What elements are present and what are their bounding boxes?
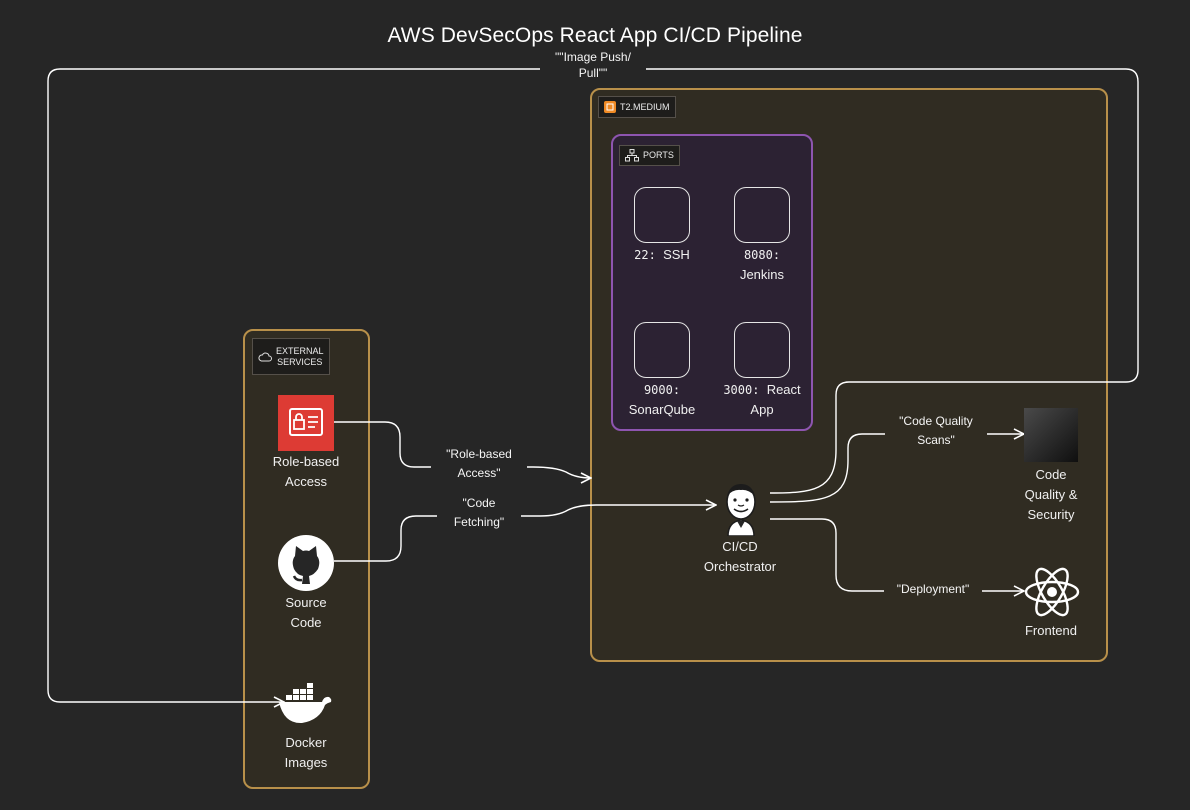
iam-icon [278, 395, 334, 451]
edge-label-code-fetching: "Code Fetching" [437, 494, 521, 532]
ports-tag: PORTS [619, 145, 680, 166]
edge-label-deploy-line1: "Deployment" [896, 582, 970, 596]
edge-label-deployment: "Deployment" [884, 580, 982, 599]
edge-label-scans-line2: Scans" [917, 433, 955, 447]
port-sonarqube-service: SonarQube [628, 402, 696, 417]
port-sonarqube-box [634, 322, 690, 378]
docker-icon [276, 680, 336, 726]
port-sonarqube-label: 9000: SonarQube [612, 380, 712, 420]
edge-label-role-line1: "Role-based [446, 447, 512, 461]
edge-label-scans-line1: "Code Quality [899, 414, 973, 428]
network-icon [625, 149, 639, 162]
port-react-number: 3000: [723, 383, 760, 397]
ports-label: PORTS [643, 150, 674, 160]
port-react-box [734, 322, 790, 378]
edge-label-code-line1: "Code [462, 496, 496, 510]
edge-code-quality-scans [769, 434, 1024, 503]
sonarqube-label-line3: Security [1027, 507, 1075, 522]
sonarqube-label-line1: Code [1035, 467, 1067, 482]
edge-label-image-line1: ""Image Push/ [555, 50, 631, 64]
t2-medium-tag: T2.MEDIUM [598, 96, 676, 118]
port-react-label: 3000: React App [712, 380, 812, 420]
edge-role-based-access [334, 421, 591, 478]
diagram-title: AWS DevSecOps React App CI/CD Pipeline [387, 24, 803, 47]
react-label-line1: Frontend [1024, 623, 1078, 638]
external-services-label-line1: EXTERNAL [276, 345, 324, 356]
port-jenkins-box [734, 187, 790, 243]
port-jenkins-number: 8080: [743, 248, 781, 262]
edge-deployment [770, 518, 1024, 591]
ports-group [611, 134, 813, 431]
external-services-label-line2: SERVICES [277, 356, 323, 367]
port-jenkins-label: 8080: Jenkins [714, 245, 810, 285]
github-label-line2: Code [290, 615, 322, 630]
edge-image-push-pull [47, 68, 1139, 702]
sonarqube-label: Code Quality & Security [1001, 465, 1101, 525]
iam-label-line2: Access [285, 474, 327, 489]
port-react-service-1: React App [750, 382, 801, 417]
jenkins-label: CI/CD Orchestrator [690, 537, 790, 577]
github-icon [277, 534, 335, 592]
edge-label-code-line2: Fetching" [453, 515, 505, 529]
react-icon [1024, 565, 1080, 619]
edge-label-code-quality-scans: "Code Quality Scans" [885, 412, 987, 450]
iam-label: Role-based Access [256, 452, 356, 492]
port-ssh-service: SSH [663, 247, 690, 262]
port-ssh-number: 22: [634, 248, 656, 262]
sonarqube-label-line2: Quality & [1024, 487, 1078, 502]
edge-label-role-line2: Access" [457, 466, 501, 480]
docker-label-line1: Docker [285, 735, 327, 750]
port-sonarqube-number: 9000: [643, 383, 681, 397]
edge-label-image-line2: Pull"" [578, 66, 608, 80]
external-services-tag: EXTERNAL SERVICES [252, 338, 330, 375]
edge-code-fetching [334, 505, 716, 562]
iam-label-line1: Role-based [272, 454, 340, 469]
cloud-icon [258, 352, 272, 362]
t2-medium-label: T2.MEDIUM [620, 101, 670, 112]
sonarqube-icon [1024, 408, 1078, 462]
ec2-instance-icon [604, 101, 616, 113]
jenkins-label-line1: CI/CD [722, 539, 758, 554]
port-jenkins-service: Jenkins [739, 267, 785, 282]
github-label: Source Code [256, 593, 356, 633]
react-label: Frontend [1001, 621, 1101, 641]
port-ssh-box [634, 187, 690, 243]
edge-label-image-push-pull: ""Image Push/ Pull"" [540, 49, 646, 81]
docker-label-line2: Images [284, 755, 328, 770]
docker-label: Docker Images [256, 733, 356, 773]
jenkins-icon [714, 478, 768, 537]
github-label-line1: Source [285, 595, 327, 610]
port-ssh-label: 22: SSH [614, 245, 710, 265]
edge-label-role-based-access: "Role-based Access" [431, 445, 527, 483]
jenkins-label-line2: Orchestrator [703, 559, 777, 574]
